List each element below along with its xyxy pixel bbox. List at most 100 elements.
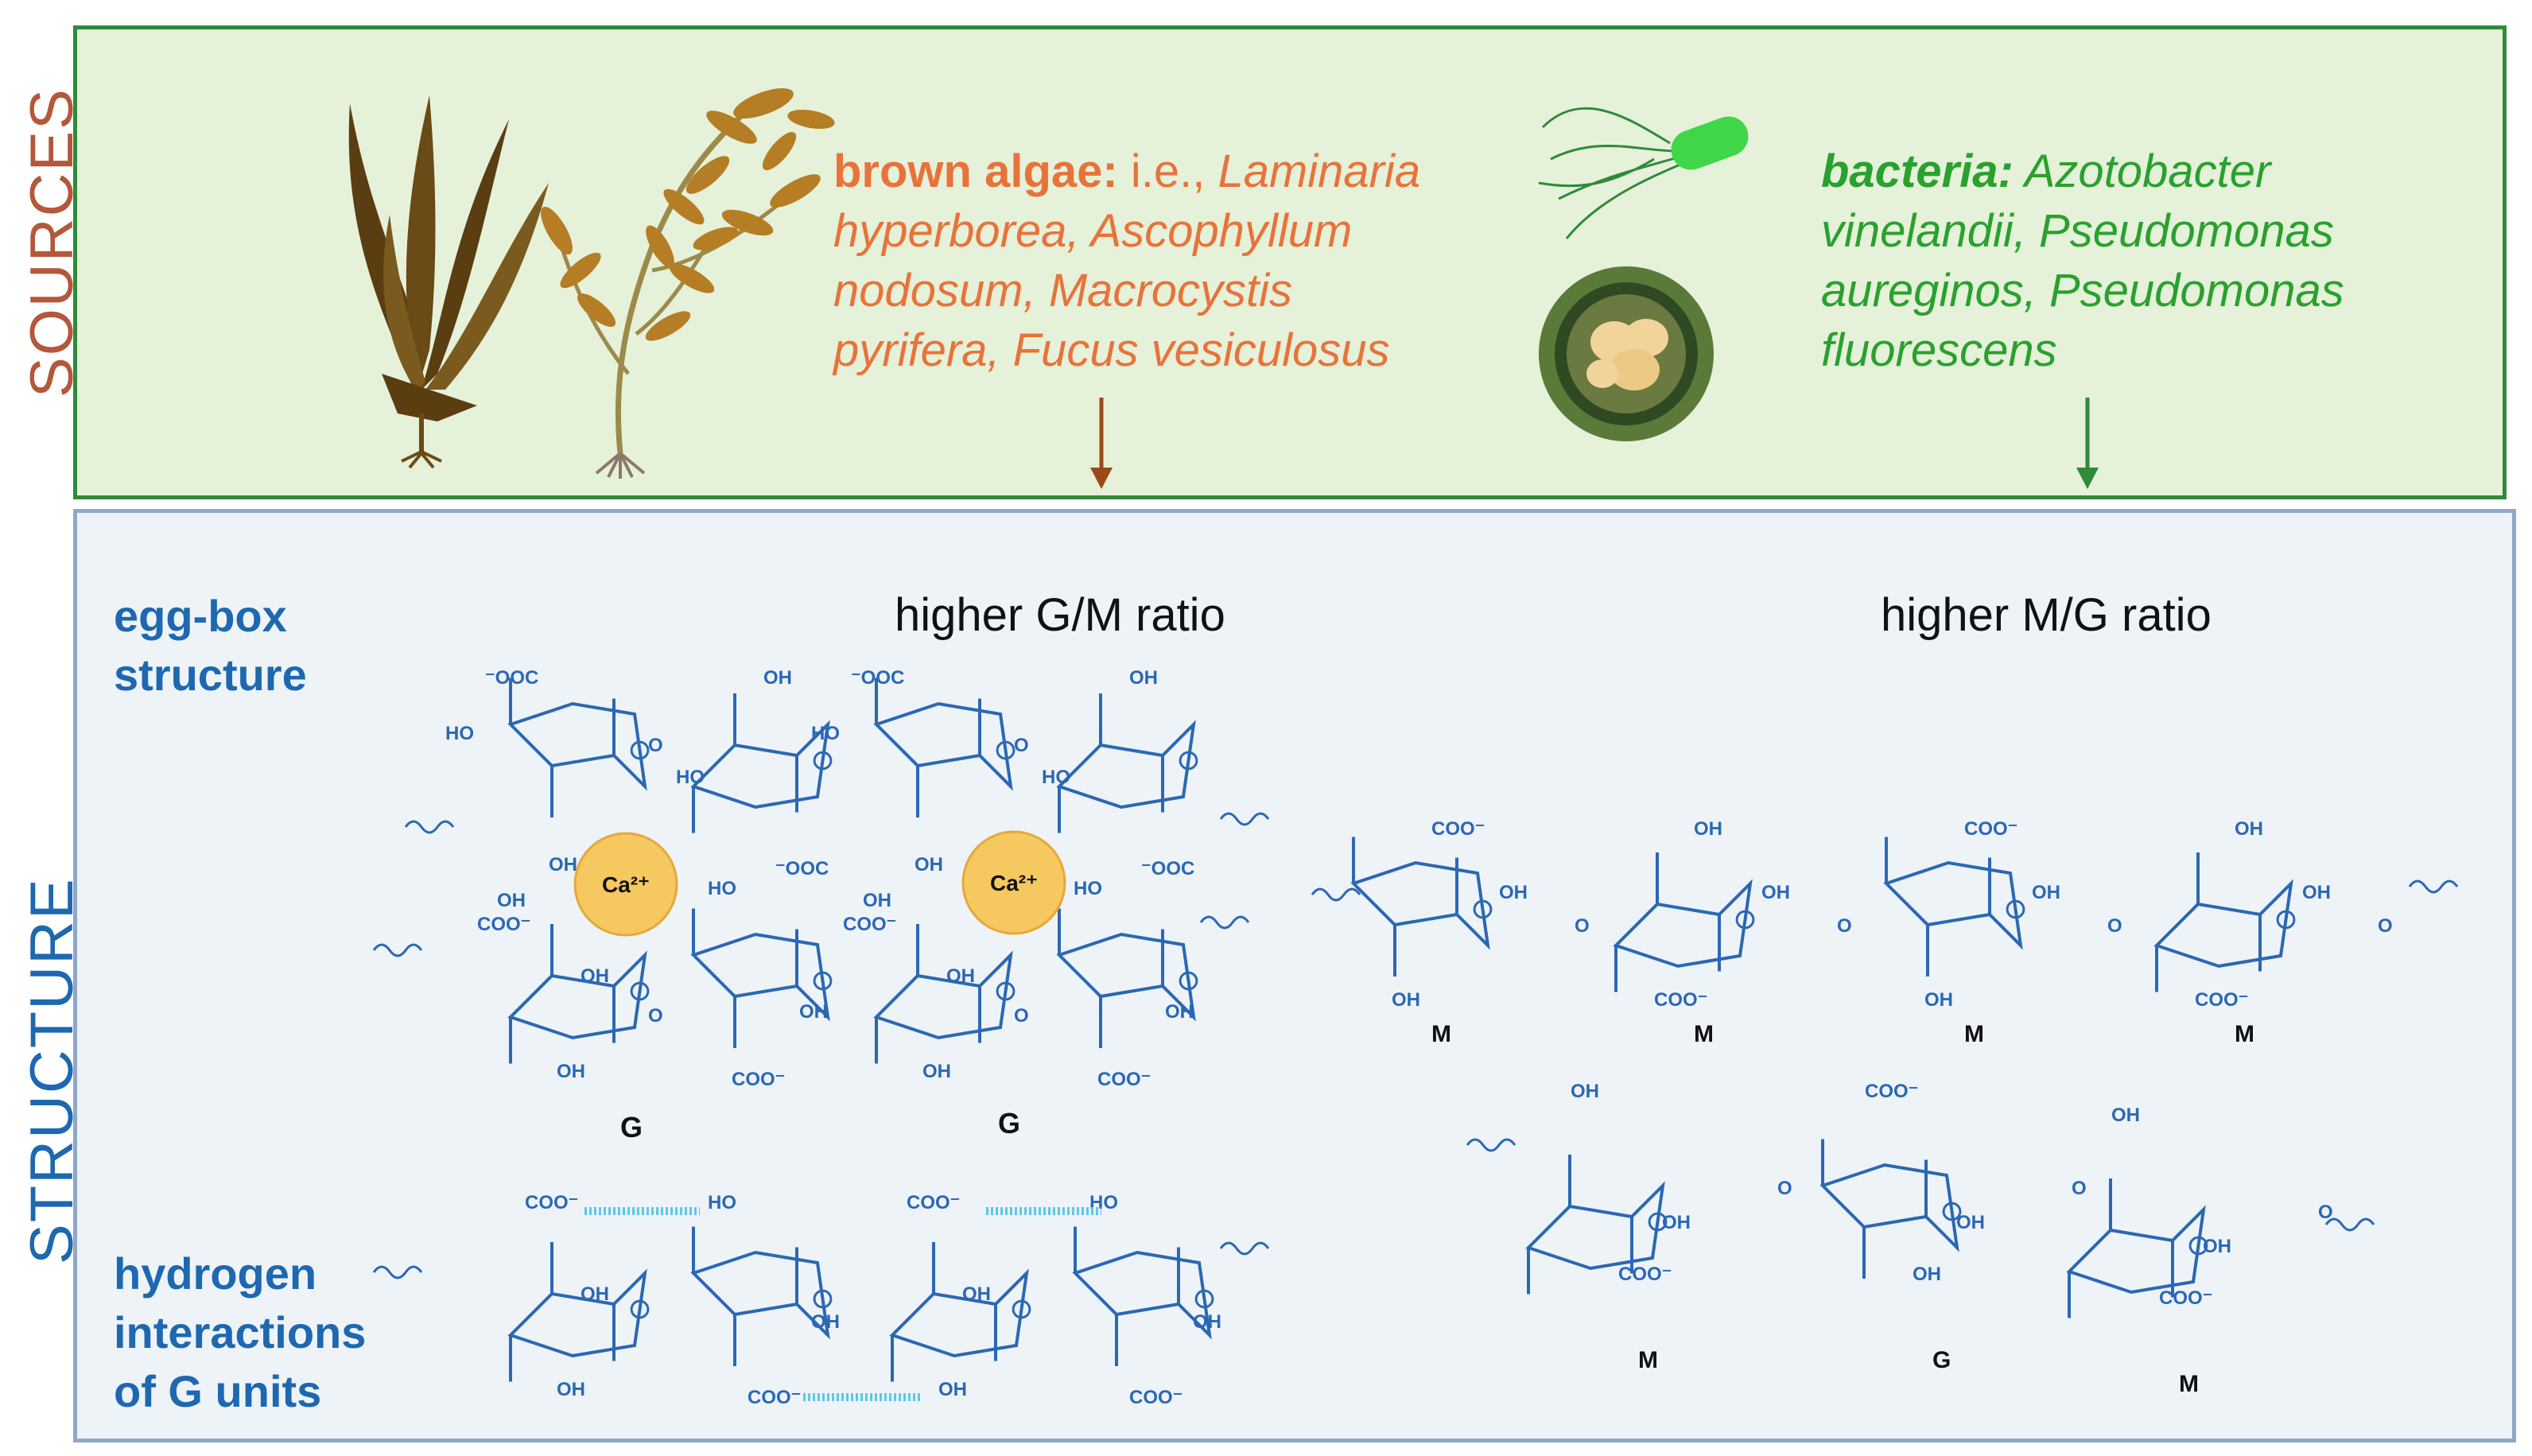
hydroxyl-label: OH	[581, 965, 609, 987]
hydroxyl-label: OH	[1165, 1001, 1194, 1023]
calcium-label: Ca²⁺	[990, 871, 1038, 895]
unit-label-m: M	[1694, 1021, 1714, 1047]
sources-panel	[73, 25, 2507, 499]
structure-panel	[73, 509, 2516, 1442]
hydroxyl-label: HO	[1089, 1192, 1118, 1213]
chain-continuation	[2324, 1217, 2375, 1232]
ring-oxygen	[1648, 1212, 1668, 1232]
ring-oxygen	[630, 740, 650, 760]
oxygen-label: O	[1777, 1178, 1792, 1199]
hbond-label: hydrogen interactions of G units	[114, 1244, 366, 1421]
oxygen-label: O	[1014, 735, 1029, 756]
bacteria-line2: vinelandii, Pseudomonas	[1821, 205, 2334, 257]
ring-oxygen	[1012, 1299, 1031, 1319]
ring-oxygen	[813, 971, 833, 991]
ring-oxygen	[1179, 971, 1198, 991]
sugar-ring	[1525, 1181, 1665, 1271]
oxygen-label: O	[648, 1005, 663, 1027]
hydroxyl-label: OH	[1499, 882, 1528, 903]
carboxylate-label: COO⁻	[525, 1192, 578, 1213]
bacteria-line4: fluorescens	[1821, 324, 2057, 376]
hydroxyl-label: HO	[1042, 767, 1070, 788]
hydroxyl-label: OH	[2235, 818, 2263, 840]
hydroxyl-label: OH	[2302, 882, 2331, 903]
ring-oxygen	[630, 1299, 650, 1319]
sugar-ring	[507, 1268, 647, 1358]
carboxylate-label: COO⁻	[1097, 1069, 1151, 1090]
bacteria-line1: Azotobacter	[2024, 146, 2271, 197]
carboxylate-label: COO⁻	[1964, 818, 2017, 840]
carboxylate-label: ⁻OOC	[485, 667, 538, 689]
chain-continuation	[372, 943, 423, 957]
hydroxyl-label: HO	[811, 723, 840, 744]
chain-continuation	[2408, 879, 2459, 894]
hydroxyl-label: OH	[1392, 989, 1420, 1011]
sugar-ring	[873, 701, 1013, 791]
oxygen-label: O	[648, 735, 663, 756]
oxygen-label: O	[2107, 915, 2122, 937]
sugar-ring	[1072, 1250, 1212, 1340]
algae-prefix: i.e.,	[1117, 146, 1218, 197]
bacteria-heading: bacteria:	[1821, 146, 2014, 197]
unit-label-g: G	[998, 1107, 1020, 1140]
carboxylate-label: COO⁻	[1865, 1081, 1918, 1102]
cyst-icon	[1539, 266, 1714, 441]
hydroxyl-label: HO	[445, 723, 474, 744]
oxygen-label: O	[2318, 1202, 2333, 1223]
sugar-ring	[2153, 879, 2293, 969]
eggbox-line2: structure	[114, 650, 307, 700]
hydroxyl-label: OH	[863, 890, 891, 911]
hydroxyl-label: OH	[1956, 1212, 1985, 1233]
ring-oxygen	[630, 981, 650, 1001]
hydroxyl-label: OH	[1694, 818, 1722, 840]
algae-line4: pyrifera, Fucus vesiculosus	[833, 324, 1390, 376]
bacteria-illustration	[1538, 107, 1749, 441]
sugar-ring	[507, 701, 647, 791]
sugar-ring	[2066, 1205, 2206, 1295]
hydroxyl-label: OH	[1571, 1081, 1599, 1102]
carboxylate-label: COO⁻	[2159, 1287, 2212, 1309]
sugar-ring	[1883, 860, 2023, 950]
sugar-ring	[889, 1268, 1029, 1358]
oxygen-label: O	[2072, 1178, 2087, 1199]
mg-ratio-heading: higher M/G ratio	[1881, 589, 2212, 641]
sugar-ring	[1613, 879, 1753, 969]
chain-continuation	[1311, 887, 1361, 902]
sugar-ring	[690, 720, 830, 810]
oxygen-label: O	[1575, 915, 1590, 937]
hydroxyl-label: OH	[557, 1061, 585, 1082]
eggbox-label: egg-box structure	[114, 587, 307, 705]
carboxylate-label: COO⁻	[732, 1069, 785, 1090]
ring-oxygen	[1179, 751, 1198, 771]
hydroxyl-label: OH	[922, 1061, 951, 1082]
carboxylate-label: ⁻OOC	[1141, 858, 1194, 879]
ring-oxygen	[2276, 910, 2296, 930]
algae-arrow	[1090, 398, 1113, 489]
unit-label-g: G	[620, 1111, 643, 1143]
ring-oxygen	[2006, 899, 2025, 919]
unit-label-m: M	[2235, 1021, 2254, 1047]
calcium-ion	[961, 830, 1066, 935]
hydroxyl-label: OH	[1924, 989, 1953, 1011]
oxygen-label: O	[1837, 915, 1852, 937]
chain-continuation	[1199, 915, 1250, 930]
eggbox-line1: egg-box	[114, 591, 287, 641]
hydroxyl-label: OH	[962, 1283, 991, 1305]
algae-line3: nodosum, Macrocystis	[833, 265, 1292, 316]
hydroxyl-label: OH	[2032, 882, 2060, 903]
algae-line2: hyperborea, Ascophyllum	[833, 205, 1353, 257]
hydroxyl-label: OH	[1662, 1212, 1691, 1233]
hbond-line1: hydrogen	[114, 1248, 317, 1299]
hydroxyl-label: HO	[708, 878, 736, 899]
chain-continuation	[1466, 1138, 1516, 1152]
unit-label-m: M	[1638, 1347, 1658, 1373]
unit-label-m: M	[1964, 1021, 1984, 1047]
ring-oxygen	[1735, 910, 1755, 930]
bacteria-line3: aureginos, Pseudomonas	[1821, 265, 2344, 316]
ring-oxygen	[2188, 1236, 2208, 1256]
hydroxyl-label: OH	[549, 854, 577, 876]
hydroxyl-label: OH	[2203, 1236, 2231, 1257]
ring-oxygen	[813, 1289, 833, 1309]
oxygen-label: O	[1014, 1005, 1029, 1027]
